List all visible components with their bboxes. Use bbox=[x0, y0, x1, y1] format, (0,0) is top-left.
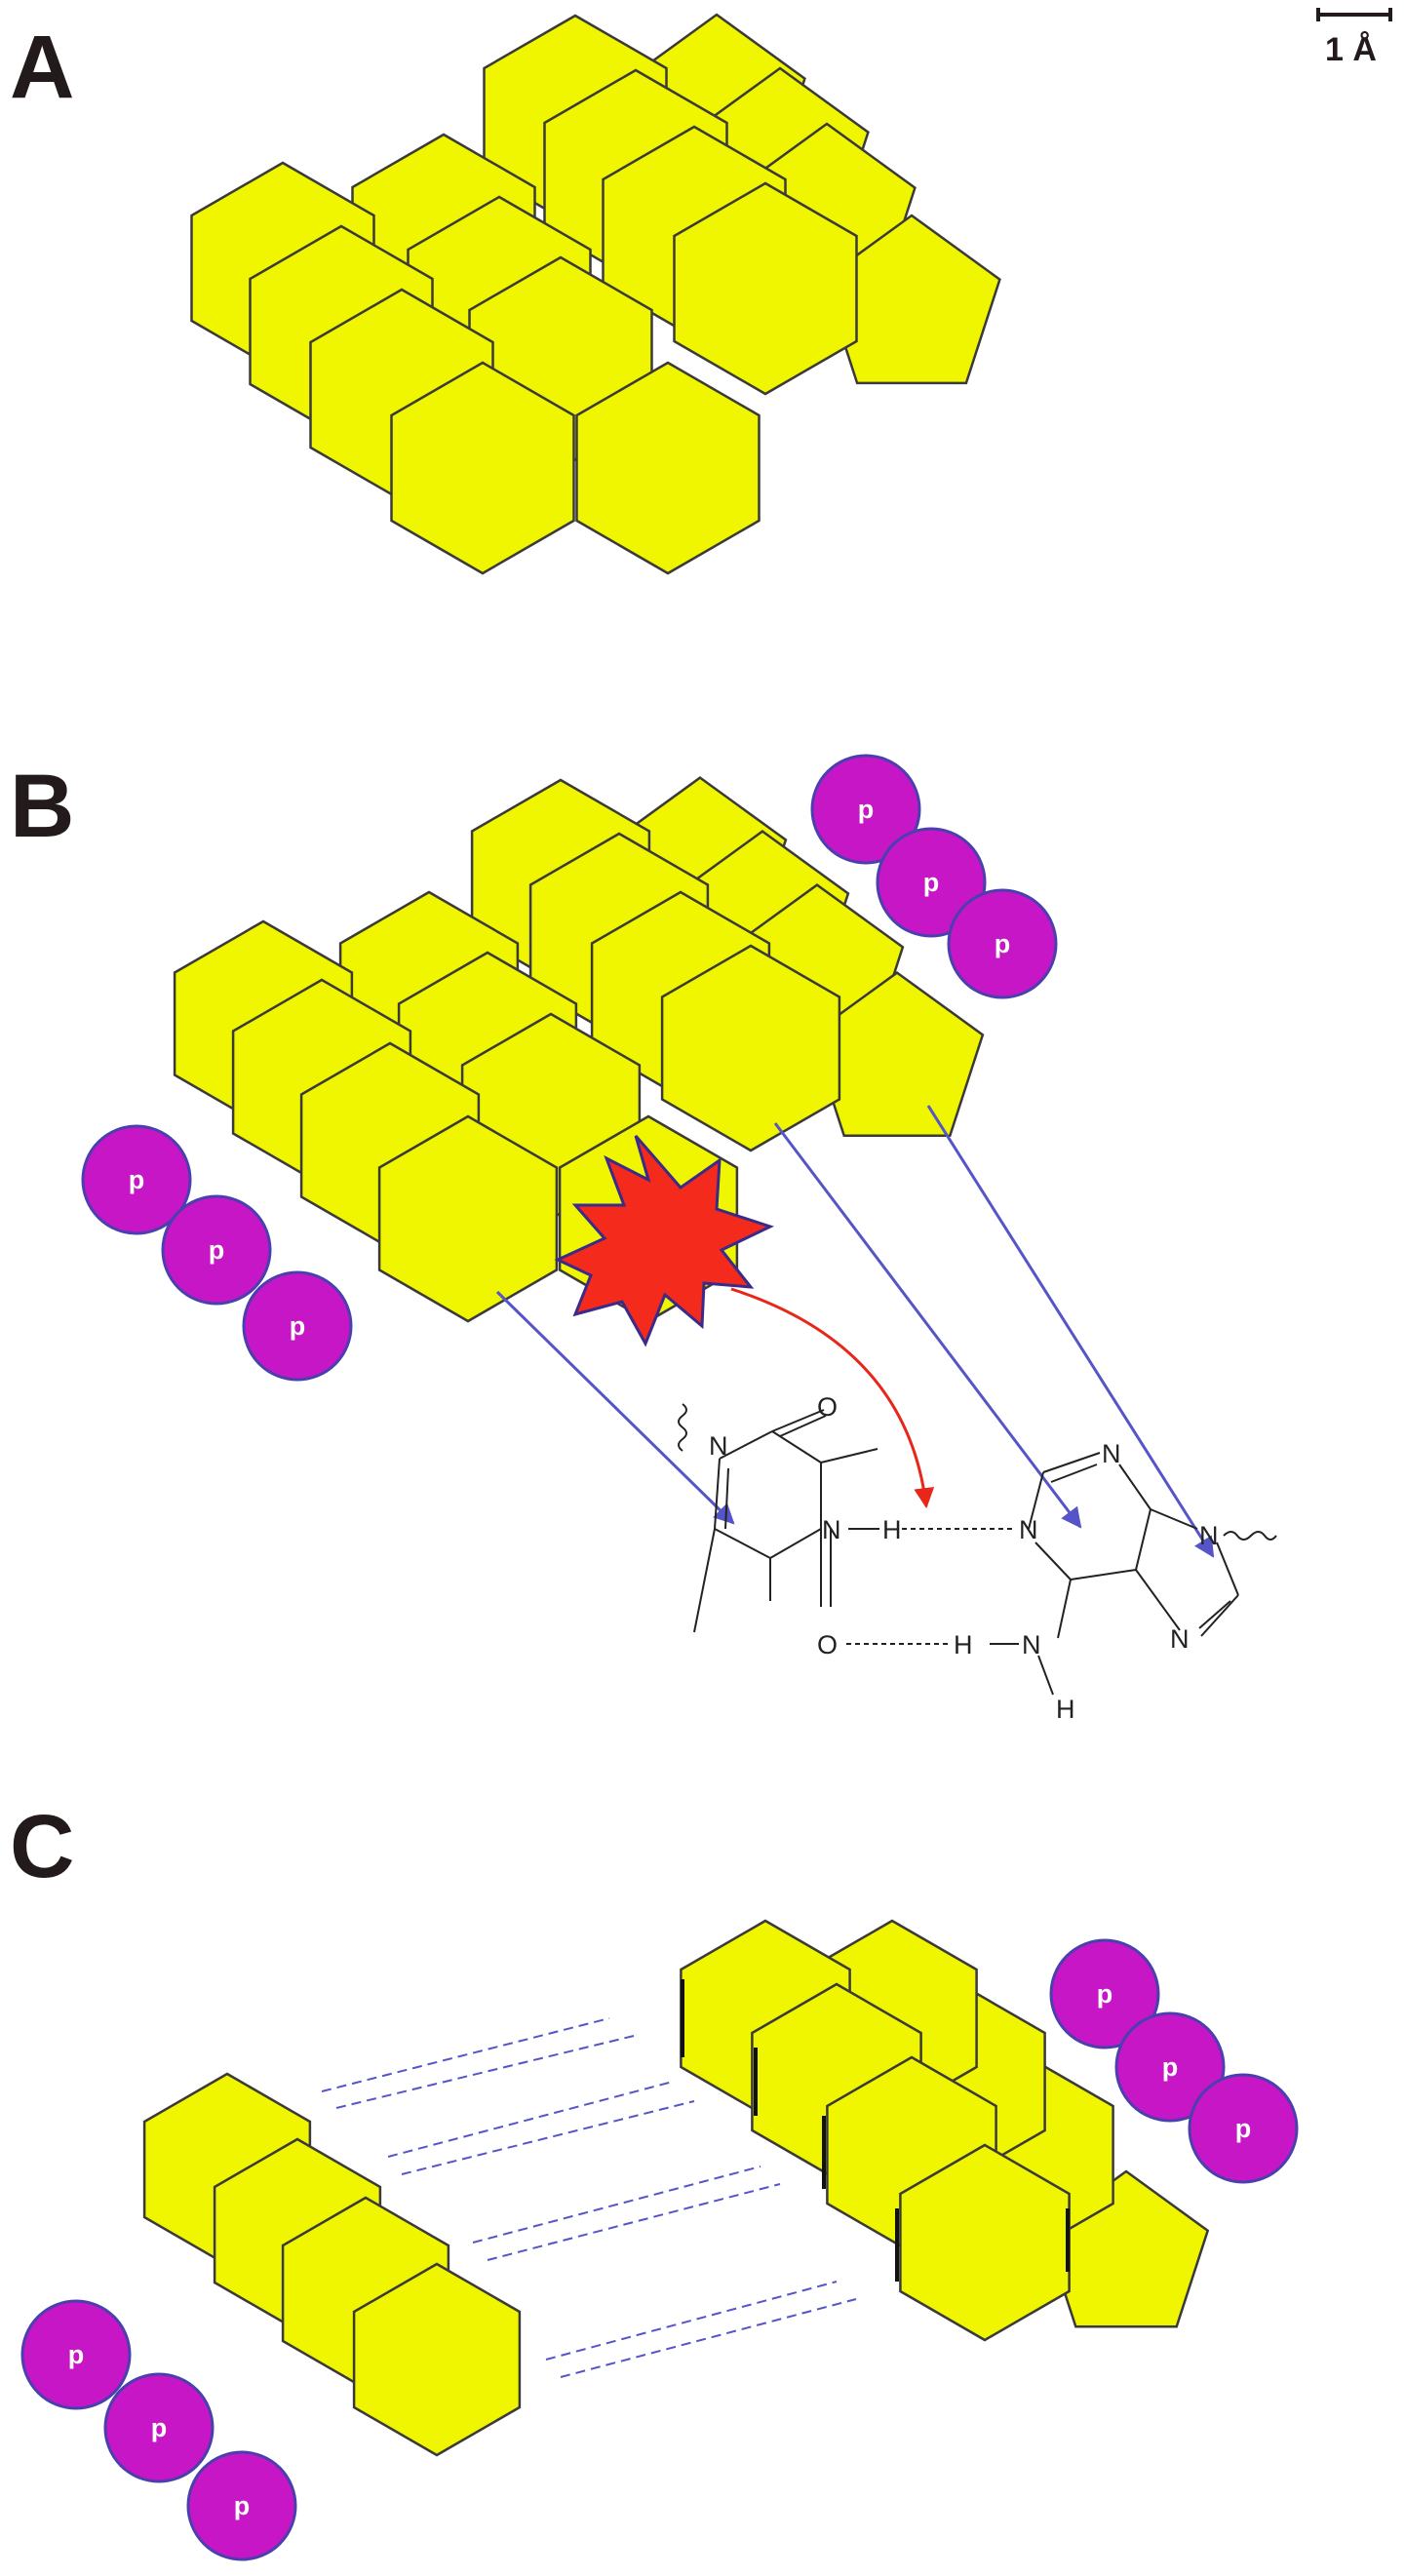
ring-hexagon bbox=[575, 361, 761, 575]
panel-label-b: B bbox=[10, 757, 74, 856]
ring-hexagon bbox=[673, 181, 858, 396]
phosphate-group-circle: p bbox=[186, 2450, 297, 2561]
dashed-interaction-line bbox=[335, 2035, 635, 2109]
phosphate-circle bbox=[810, 754, 921, 865]
phosphate-group-circle: p bbox=[810, 754, 921, 865]
phosphate-label: p bbox=[234, 2491, 251, 2520]
phosphate-group-circle: p bbox=[1188, 2073, 1299, 2184]
atom-n-adenine-3: N bbox=[1102, 1439, 1121, 1468]
scale-bar: 1 Å bbox=[1316, 8, 1392, 68]
phosphate-circle bbox=[947, 888, 1058, 999]
phosphate-circle bbox=[876, 827, 987, 938]
dashed-interaction-line bbox=[545, 2281, 838, 2361]
dashed-interaction-line bbox=[321, 2017, 610, 2092]
phosphate-circle bbox=[103, 2372, 215, 2483]
phosphate-group-circle: p bbox=[81, 1124, 192, 1235]
atom-n-thymine-1: N bbox=[709, 1431, 728, 1461]
atom-h-amine: H bbox=[1056, 1695, 1075, 1724]
phosphate-circle bbox=[1114, 2011, 1226, 2123]
panel-label-c: C bbox=[10, 1797, 74, 1896]
blue-arrow-1 bbox=[495, 1290, 735, 1525]
atom-n-adenine-1: N bbox=[1019, 1515, 1038, 1544]
phosphate-label: p bbox=[290, 1311, 306, 1341]
phosphate-circle bbox=[20, 2299, 132, 2410]
phosphate-circle bbox=[81, 1124, 192, 1235]
dashed-interaction-line bbox=[487, 2183, 781, 2261]
phosphate-circle bbox=[242, 1270, 353, 1382]
panel-b-arrows bbox=[495, 1105, 1215, 1558]
blue-arrow-3 bbox=[926, 1105, 1215, 1558]
dashed-interaction-line bbox=[472, 2166, 761, 2244]
phosphate-label: p bbox=[1097, 1979, 1113, 2009]
panel-a-ring-stack bbox=[190, 13, 1001, 575]
phosphate-group-circle: p bbox=[242, 1270, 353, 1382]
atom-h-thymine: H bbox=[882, 1515, 902, 1544]
phosphate-group-circle: p bbox=[1049, 1938, 1160, 2049]
panel-c-right-ring-stack bbox=[680, 1919, 1210, 2342]
ring-hexagon bbox=[899, 2143, 1071, 2342]
phosphate-label: p bbox=[1235, 2114, 1252, 2143]
ring-hexagon bbox=[352, 2262, 522, 2457]
phosphate-label: p bbox=[129, 1165, 145, 1194]
atom-h-amine-bond: H bbox=[954, 1630, 973, 1659]
dashed-interaction-line bbox=[387, 2081, 674, 2158]
panel-c-dashed-lines bbox=[321, 2017, 857, 2378]
dashed-interaction-line bbox=[560, 2298, 857, 2378]
base-pair-atoms: N O N H O N N N N H N H bbox=[709, 1392, 1219, 1724]
panel-label-a: A bbox=[10, 18, 74, 117]
ring-hexagon bbox=[390, 361, 575, 575]
phosphate-label: p bbox=[209, 1235, 225, 1265]
ring-hexagon bbox=[660, 944, 841, 1152]
phosphate-label: p bbox=[68, 2340, 85, 2369]
panel-c-phosphates: p p p p p p bbox=[20, 1938, 1299, 2561]
atom-o-thymine-bottom: O bbox=[817, 1630, 838, 1659]
phosphate-label: p bbox=[923, 868, 940, 897]
phosphate-circle bbox=[1188, 2073, 1299, 2184]
explosion-burst-icon bbox=[554, 1135, 775, 1347]
phosphate-group-circle: p bbox=[161, 1194, 272, 1306]
phosphate-label: p bbox=[1162, 2052, 1179, 2082]
phosphate-label: p bbox=[995, 929, 1011, 958]
phosphate-label: p bbox=[858, 795, 875, 824]
phosphate-circle bbox=[1049, 1938, 1160, 2049]
scale-bar-label: 1 Å bbox=[1325, 31, 1377, 68]
phosphate-group-circle: p bbox=[947, 888, 1058, 999]
ring-hexagon bbox=[377, 1114, 559, 1323]
atom-n-amine: N bbox=[1022, 1630, 1041, 1659]
atom-n-adenine-9: N bbox=[1199, 1521, 1219, 1550]
base-pair-structure bbox=[678, 1403, 1277, 1696]
panel-c-left-ring-stack bbox=[142, 2072, 522, 2457]
phosphate-label: p bbox=[151, 2413, 168, 2442]
phosphate-group-circle: p bbox=[1114, 2011, 1226, 2123]
dashed-interaction-line bbox=[401, 2100, 695, 2175]
phosphate-circle bbox=[161, 1194, 272, 1306]
blue-arrow-2 bbox=[773, 1122, 1082, 1529]
atom-n-thymine-3: N bbox=[822, 1515, 841, 1544]
phosphate-group-circle: p bbox=[103, 2372, 215, 2483]
phosphate-group-circle: p bbox=[876, 827, 987, 938]
atom-n-adenine-7: N bbox=[1170, 1624, 1190, 1654]
panel-b-phosphates: p p p p p p bbox=[81, 754, 1058, 1382]
atom-o-thymine-top: O bbox=[817, 1392, 838, 1422]
phosphate-group-circle: p bbox=[20, 2299, 132, 2410]
phosphate-circle bbox=[186, 2450, 297, 2561]
red-arrow bbox=[730, 1287, 935, 1509]
